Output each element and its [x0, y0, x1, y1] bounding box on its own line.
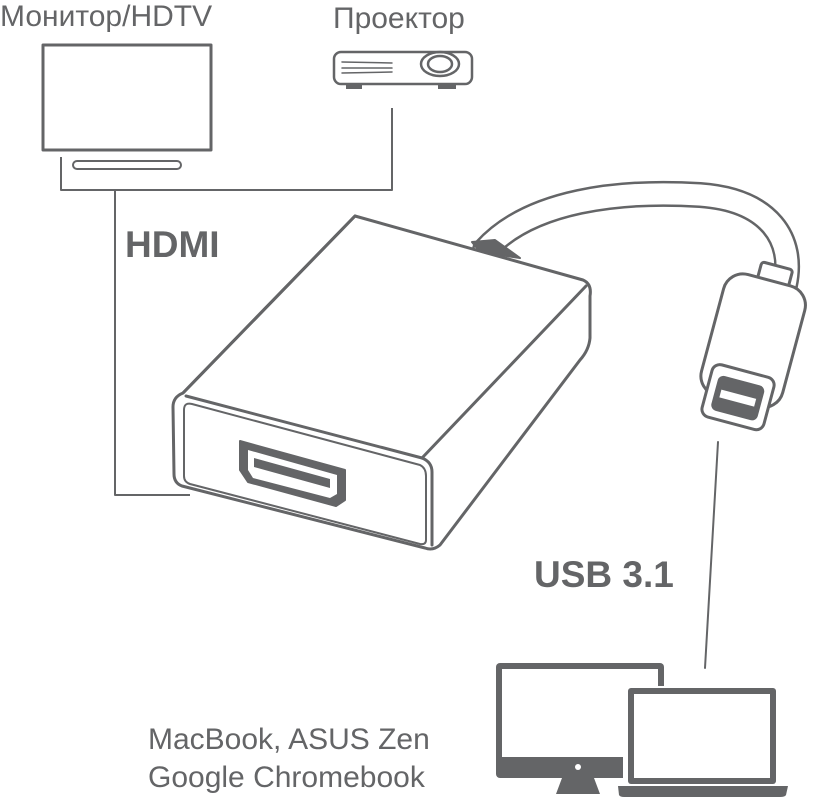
hdmi-connection-lines — [60, 108, 393, 496]
usb-cable — [471, 180, 801, 298]
devices-label-line2: Google Chromebook — [148, 761, 425, 794]
projector-icon — [332, 50, 474, 89]
laptop-icon — [618, 686, 788, 797]
hdmi-adapter — [171, 214, 592, 551]
monitor-icon — [41, 43, 213, 170]
hdmi-port-icon — [239, 440, 346, 507]
devices-label-line1: MacBook, ASUS Zen — [148, 723, 430, 756]
usb-c-connector — [699, 260, 807, 432]
monitor-label: Монитор/HDTV — [0, 0, 213, 33]
projector-label: Проектор — [333, 2, 465, 35]
usb-label: USB 3.1 — [534, 554, 674, 595]
hdmi-label: HDMI — [125, 224, 220, 265]
usb-connection-line — [704, 441, 719, 669]
